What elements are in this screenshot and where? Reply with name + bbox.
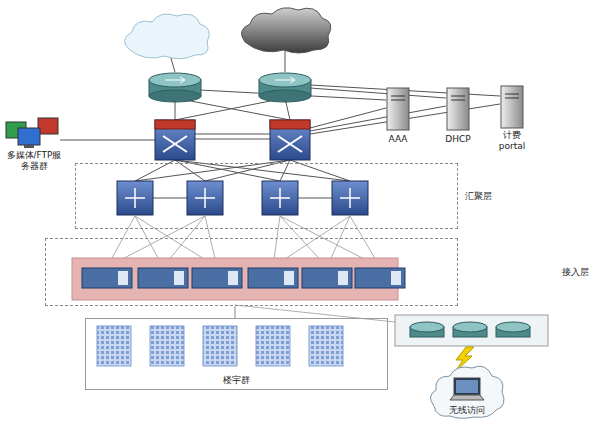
node-text: 无线访问: [426, 405, 508, 416]
server-towers: [387, 86, 523, 130]
access-region: 接入层: [45, 238, 458, 306]
server-label: DHCP: [438, 134, 478, 145]
node-text: 楼宇群: [86, 375, 387, 386]
access-points: [395, 315, 548, 372]
core-switches: [155, 120, 310, 160]
access-switches: [72, 258, 405, 300]
node-text: 多媒体/FTP服务器群: [4, 150, 64, 172]
server-label: AAA: [378, 134, 418, 145]
mesh-wires: [107, 216, 395, 322]
node-text: AAA: [378, 134, 418, 145]
node-text: DHCP: [438, 134, 478, 145]
wireless-cloud: 无线访问: [426, 360, 508, 420]
cloud-light: [124, 14, 209, 59]
buildings: [97, 326, 343, 366]
wires: [60, 50, 500, 198]
multimedia-servers: [6, 118, 58, 148]
routers: [149, 73, 311, 102]
server-label: 计费 portal: [494, 130, 530, 152]
cloud-dark: [241, 8, 330, 53]
connector-line: [235, 306, 236, 318]
connector: [235, 306, 236, 318]
node-text: 汇聚层: [465, 191, 492, 202]
building-group: 楼宇群: [85, 318, 388, 390]
aggregation-region: 汇聚层: [75, 163, 458, 229]
aggregation-switches: [117, 181, 368, 215]
server-group-label: 多媒体/FTP服务器群: [4, 150, 64, 172]
node-text: 接入层: [562, 267, 589, 278]
node-text: 计费 portal: [494, 130, 530, 152]
